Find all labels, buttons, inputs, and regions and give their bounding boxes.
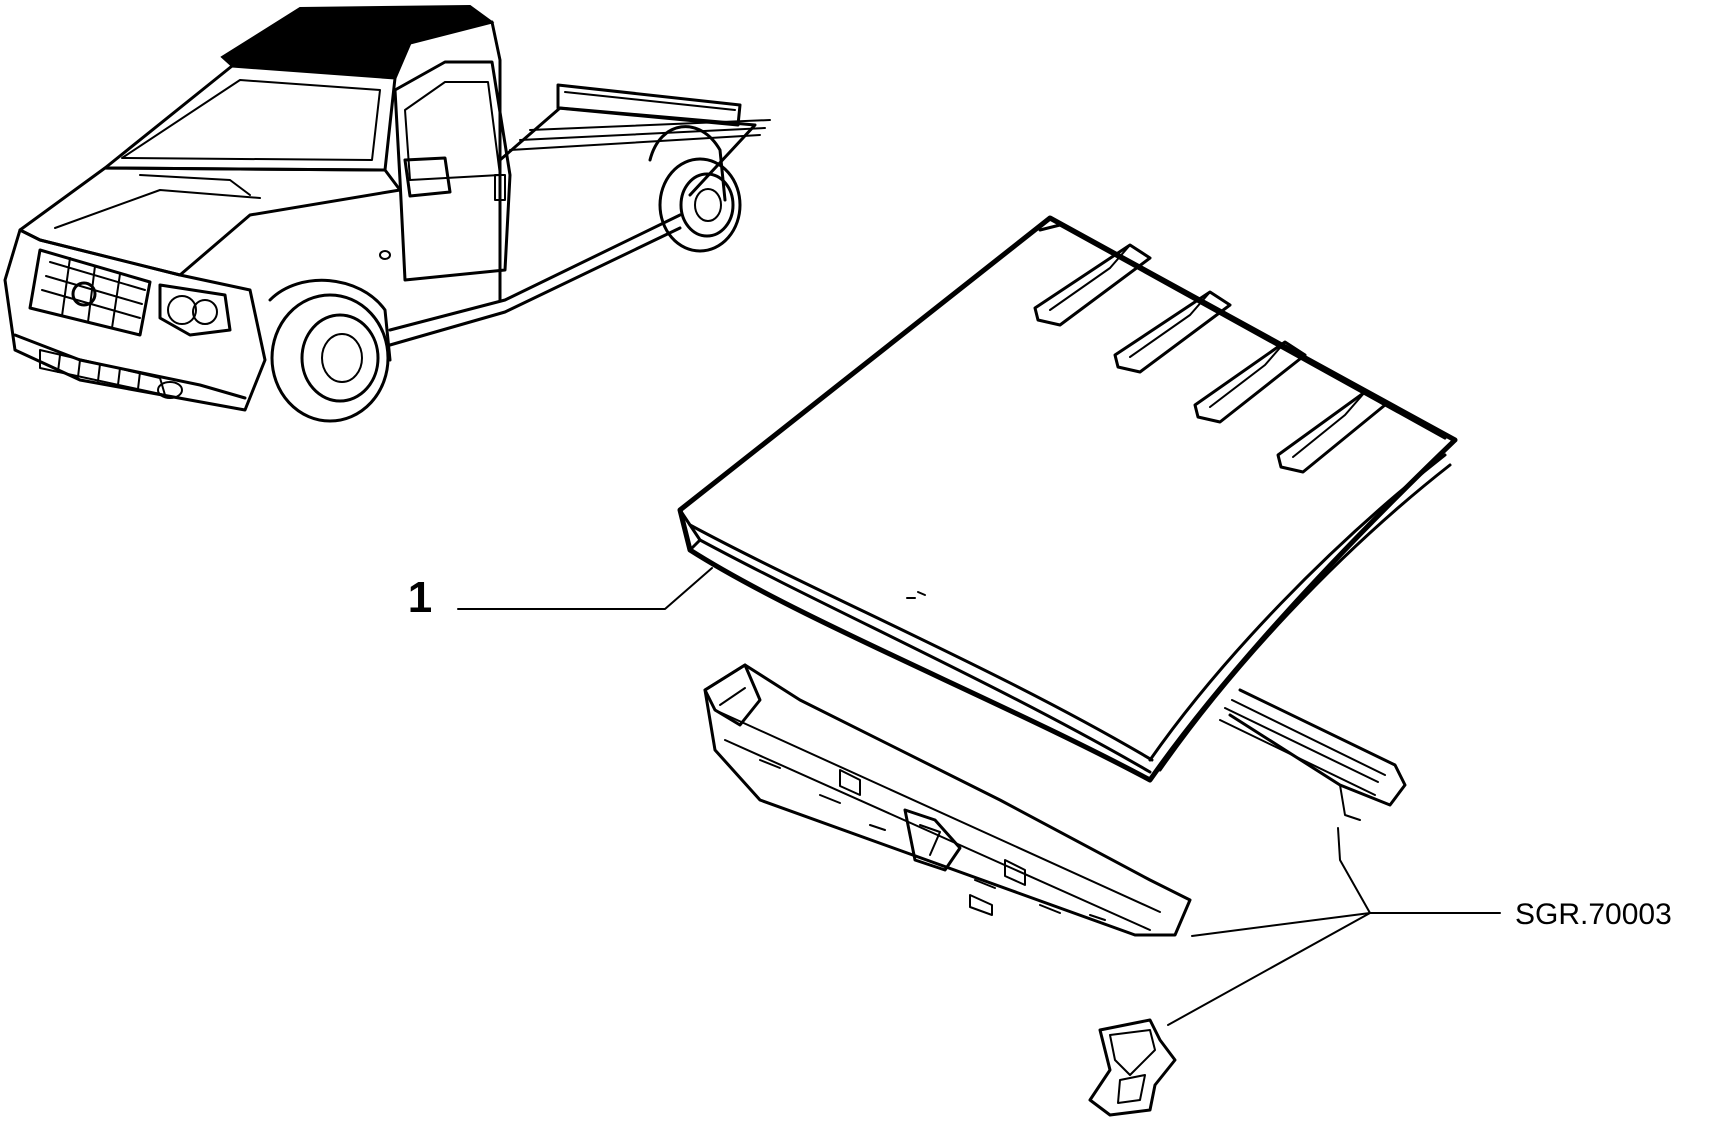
roof-ribs xyxy=(1033,243,1387,474)
callout-label-1: 1 xyxy=(408,573,432,622)
side-roof-rail xyxy=(1219,688,1407,821)
front-header-crossmember xyxy=(703,663,1192,937)
roof-panel-part xyxy=(677,215,1458,783)
small-bracket xyxy=(1088,1018,1177,1117)
reference-label-sgr: SGR.70003 xyxy=(1515,898,1672,931)
leader-lines xyxy=(457,567,1501,1026)
vehicle-illustration xyxy=(3,4,771,423)
